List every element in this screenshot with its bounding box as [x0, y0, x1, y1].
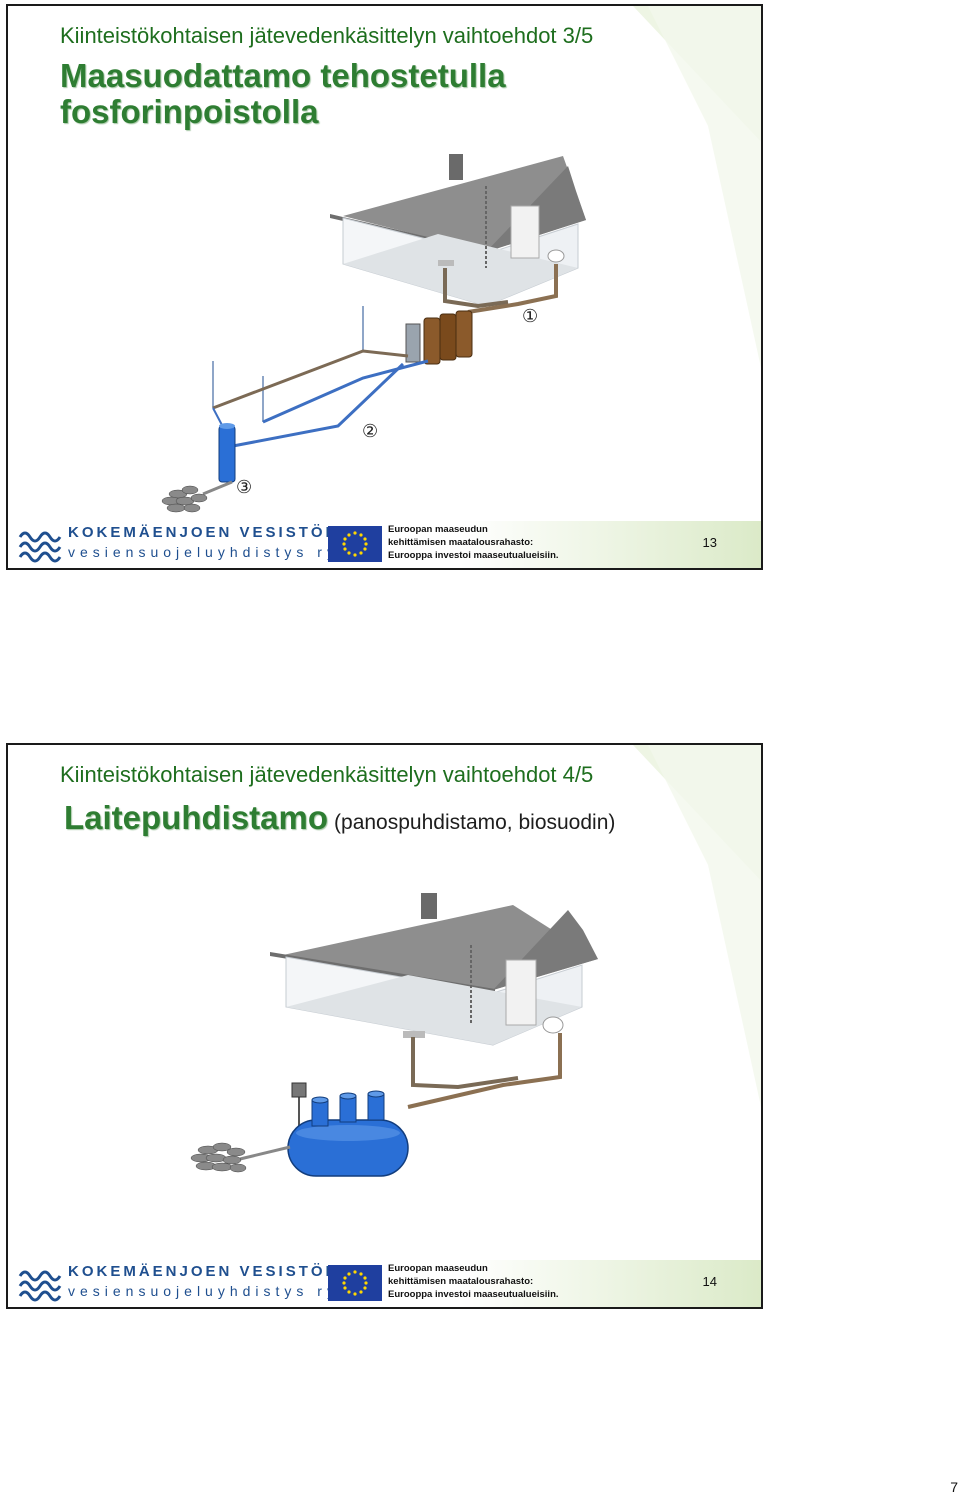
- eu-text-line-1: Euroopan maaseudun: [388, 524, 488, 535]
- page-number: 7: [950, 1479, 958, 1495]
- slide-13: Kiinteistökohtaisen jätevedenkäsittelyn …: [6, 4, 763, 570]
- distribution-pipes: [212, 306, 429, 448]
- org-name-line-2: vesiensuojeluyhdistys ry: [68, 1283, 339, 1299]
- org-name-line-1: KOKEMÄENJOEN VESISTÖN: [68, 1263, 340, 1280]
- eu-text-line-3: Eurooppa investoi maaseutualueisiin.: [388, 1289, 559, 1300]
- eu-funding-text: Euroopan maaseudun kehittämisen maatalou…: [388, 1262, 559, 1301]
- eu-text-line-1: Euroopan maaseudun: [388, 1263, 488, 1274]
- title-line-2: fosforinpoistolla: [60, 93, 319, 130]
- slide-background-decoration: [633, 6, 761, 368]
- slide-number: 13: [702, 535, 717, 550]
- house: [330, 154, 586, 307]
- eu-flag-icon: [328, 526, 382, 562]
- slide-title: Laitepuhdistamo(panospuhdistamo, biosuod…: [64, 799, 615, 837]
- soil-filter-illustration: ① ② ③: [161, 154, 586, 513]
- house: [270, 893, 598, 1046]
- slide-subtitle: Kiinteistökohtaisen jätevedenkäsittelyn …: [60, 23, 594, 48]
- water-waves-logo-icon: [18, 1270, 62, 1302]
- treatment-plant-illustration: [190, 893, 598, 1177]
- callout-3: ③: [236, 477, 252, 498]
- callout-2: ②: [362, 421, 378, 442]
- callout-1: ①: [522, 306, 538, 327]
- slide-footer: KOKEMÄENJOEN VESISTÖN vesiensuojeluyhdis…: [8, 521, 761, 568]
- septic-tanks: [405, 310, 473, 365]
- slide-14: Kiinteistökohtaisen jätevedenkäsittelyn …: [6, 743, 763, 1309]
- slide-subtitle: Kiinteistökohtaisen jätevedenkäsittelyn …: [60, 762, 594, 787]
- eu-funding-text: Euroopan maaseudun kehittämisen maatalou…: [388, 523, 559, 562]
- slide-footer: KOKEMÄENJOEN VESISTÖN vesiensuojeluyhdis…: [8, 1260, 761, 1307]
- eu-text-line-3: Eurooppa investoi maaseutualueisiin.: [388, 550, 559, 561]
- gravel-discharge: [161, 485, 208, 513]
- org-name-line-1: KOKEMÄENJOEN VESISTÖN: [68, 524, 340, 541]
- eu-text-line-2: kehittämisen maatalousrahasto:: [388, 1276, 534, 1287]
- slide-number: 14: [702, 1274, 717, 1289]
- water-waves-logo-icon: [18, 531, 62, 563]
- eu-flag-icon: [328, 1265, 382, 1301]
- treatment-tank: [287, 1090, 409, 1177]
- slide-background-decoration: [633, 745, 761, 1107]
- org-name-line-2: vesiensuojeluyhdistys ry: [68, 544, 339, 560]
- title-parenthetical: (panospuhdistamo, biosuodin): [334, 811, 616, 834]
- slide-title: Maasuodattamo tehostetulla fosforinpoist…: [60, 58, 506, 130]
- title-main: Laitepuhdistamo: [64, 799, 329, 836]
- title-line-1: Maasuodattamo tehostetulla: [60, 57, 506, 94]
- phosphorus-filter-well: [218, 423, 236, 483]
- gravel-discharge: [190, 1142, 247, 1173]
- eu-text-line-2: kehittämisen maatalousrahasto:: [388, 537, 534, 548]
